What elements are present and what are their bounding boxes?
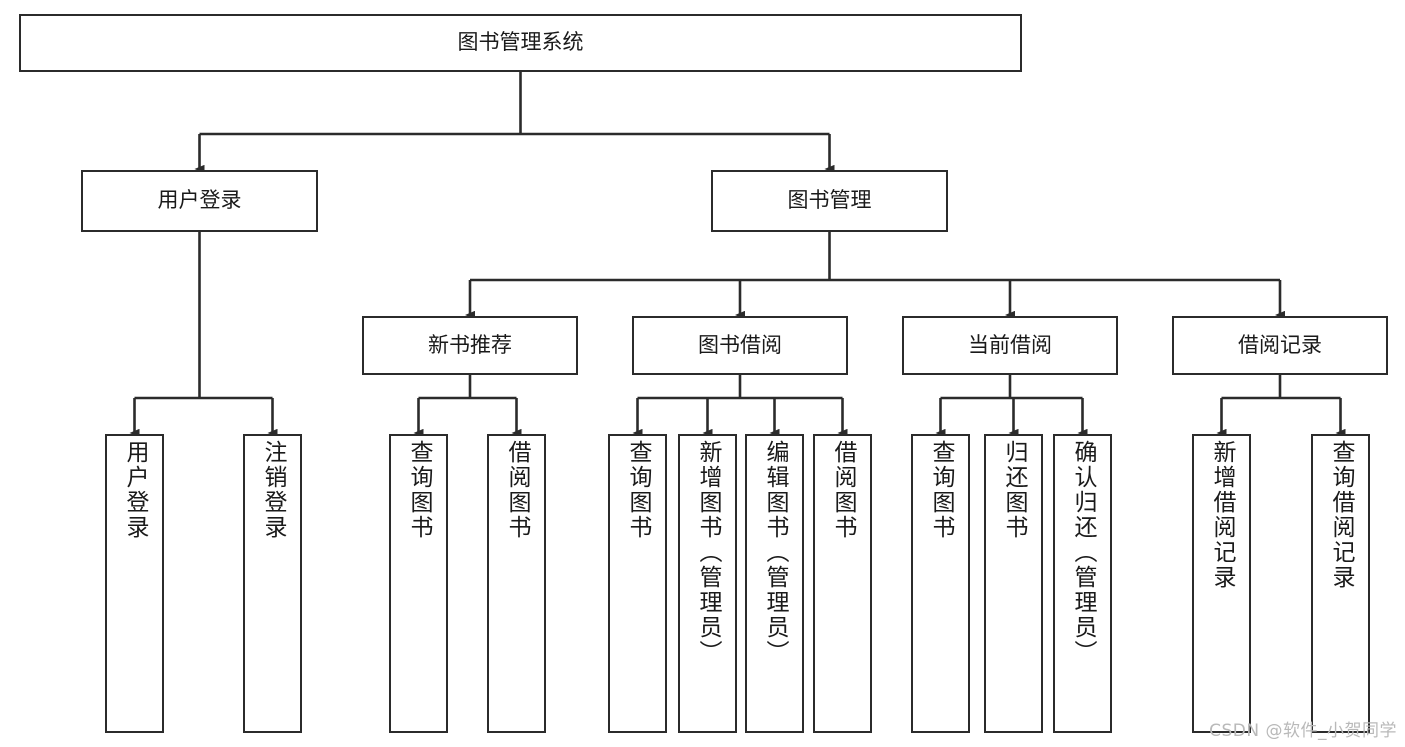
node-label: 当前借阅 (968, 332, 1052, 357)
node-label: 确认归还（管理员） (1070, 440, 1096, 665)
node-leaf-borrow-book-bb[interactable]: 借阅图书 (813, 434, 872, 733)
node-leaf-user-login[interactable]: 用户登录 (105, 434, 164, 733)
node-leaf-query-record[interactable]: 查询借阅记录 (1311, 434, 1370, 733)
node-new-book-recommend[interactable]: 新书推荐 (362, 316, 578, 375)
node-leaf-query-book-cb[interactable]: 查询图书 (911, 434, 970, 733)
node-borrow-record[interactable]: 借阅记录 (1172, 316, 1388, 375)
node-leaf-confirm-return[interactable]: 确认归还（管理员） (1053, 434, 1112, 733)
node-label: 借阅图书 (830, 440, 856, 540)
node-leaf-return-book[interactable]: 归还图书 (984, 434, 1043, 733)
node-label: 用户登录 (157, 188, 242, 213)
node-label: 查询图书 (625, 440, 651, 540)
node-book-borrow[interactable]: 图书借阅 (632, 316, 848, 375)
node-label: 图书借阅 (698, 332, 782, 357)
node-label: 查询借阅记录 (1328, 440, 1354, 590)
node-book-manage[interactable]: 图书管理 (711, 170, 948, 232)
node-leaf-logout[interactable]: 注销登录 (243, 434, 302, 733)
node-label: 新增图书（管理员） (695, 440, 721, 665)
node-current-borrow[interactable]: 当前借阅 (902, 316, 1118, 375)
node-leaf-query-book-nb[interactable]: 查询图书 (389, 434, 448, 733)
node-leaf-borrow-book-nb[interactable]: 借阅图书 (487, 434, 546, 733)
node-label: 查询图书 (928, 440, 954, 540)
node-label: 新增借阅记录 (1209, 440, 1235, 590)
node-label: 图书管理 (787, 188, 872, 213)
node-label: 用户登录 (122, 440, 148, 540)
node-label: 借阅图书 (504, 440, 530, 540)
node-leaf-add-record[interactable]: 新增借阅记录 (1192, 434, 1251, 733)
watermark-text: CSDN @软件_小贺同学 (1209, 721, 1397, 741)
node-leaf-add-book[interactable]: 新增图书（管理员） (678, 434, 737, 733)
node-root[interactable]: 图书管理系统 (19, 14, 1022, 72)
node-label: 编辑图书（管理员） (762, 440, 788, 665)
node-label: 查询图书 (406, 440, 432, 540)
node-label: 新书推荐 (428, 332, 512, 357)
node-label: 图书管理系统 (457, 30, 584, 55)
node-leaf-edit-book[interactable]: 编辑图书（管理员） (745, 434, 804, 733)
node-label: 归还图书 (1001, 440, 1027, 540)
node-leaf-query-book-bb[interactable]: 查询图书 (608, 434, 667, 733)
node-label: 借阅记录 (1238, 332, 1322, 357)
node-user-login[interactable]: 用户登录 (81, 170, 318, 232)
node-label: 注销登录 (260, 440, 286, 540)
